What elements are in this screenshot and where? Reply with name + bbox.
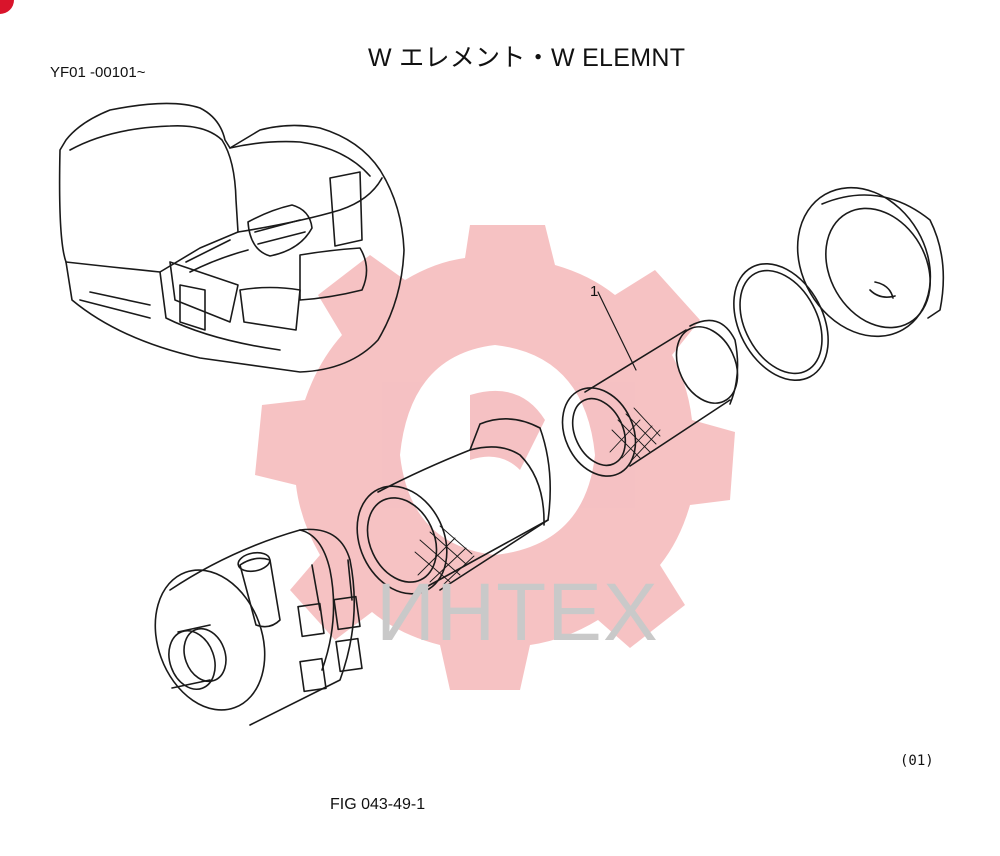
callout-leader-line (597, 291, 637, 371)
inner-filter-element (561, 319, 739, 477)
air-cleaner-cap (796, 186, 945, 338)
figure-label: FIG 043-49-1 (330, 796, 426, 813)
outer-filter-element (356, 418, 552, 595)
diagram-title: W エレメント・W ELEMNT (368, 44, 686, 72)
mesh-hatch (414, 525, 475, 585)
gasket-ring (733, 263, 829, 381)
machine-overview-illustration (58, 102, 405, 373)
gear-icon (255, 225, 735, 690)
mesh-hatch (609, 407, 661, 461)
page-code: (01) (900, 753, 934, 769)
watermark-text: ИНТЕХ (376, 567, 659, 658)
air-cleaner-housing (154, 528, 363, 726)
serial-range: YF01 -00101~ (50, 64, 146, 81)
callout-number-1: 1 (590, 283, 599, 300)
